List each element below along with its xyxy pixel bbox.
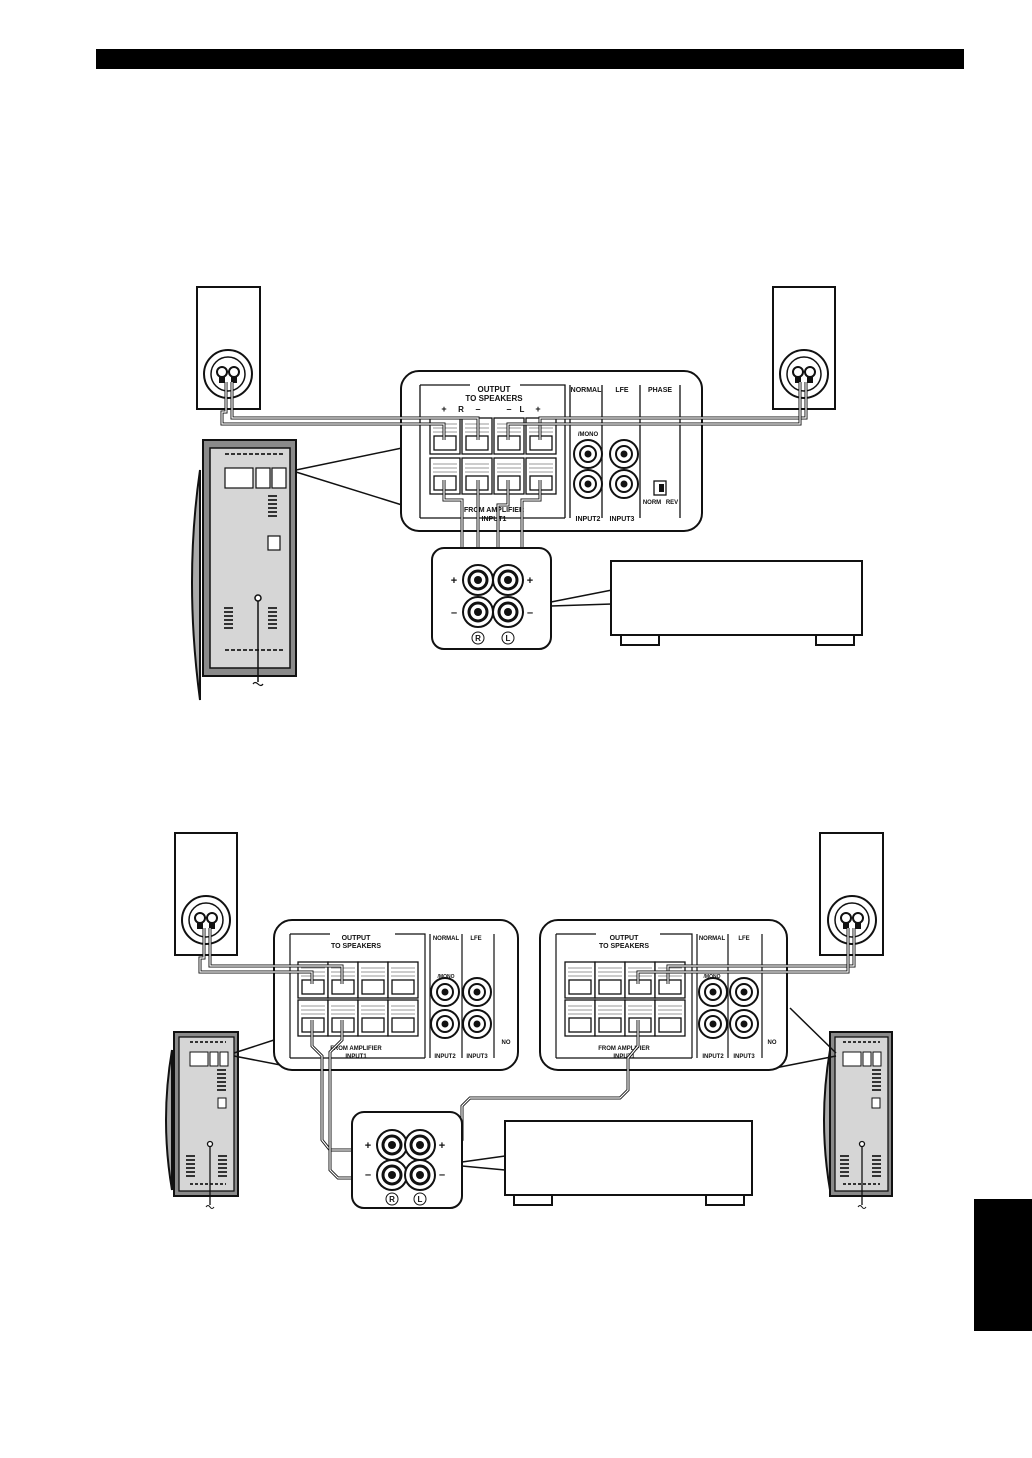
right-speaker: [819, 832, 884, 956]
subwoofer-terminal-panel: OUTPUT TO SPEAKERS + R – – L + NORMAL LF…: [400, 370, 703, 532]
mono-label: /MONO: [438, 974, 455, 980]
amp-plus-label: +: [527, 575, 533, 587]
right-subwoofer-unit: [823, 1031, 893, 1209]
no-label: NO: [768, 1040, 777, 1046]
to-speakers-label: TO SPEAKERS: [465, 394, 523, 403]
amp-l-label: L: [418, 1195, 423, 1204]
r-label: R: [458, 405, 464, 414]
amp-minus-label: –: [439, 1169, 445, 1181]
input3-label: INPUT3: [610, 516, 635, 523]
output-label: OUTPUT: [610, 935, 640, 942]
input2-label: INPUT2: [702, 1054, 724, 1060]
amp-plus-label: +: [439, 1140, 445, 1152]
plus-label: +: [535, 404, 540, 414]
amp-r-label: R: [475, 634, 481, 643]
rev-label: REV: [666, 500, 678, 506]
diagram-2: OUTPUT TO SPEAKERS NORMAL LFE /MONO NO F…: [165, 832, 893, 1209]
left-speaker: [174, 832, 238, 956]
input1-label: INPUT1: [613, 1054, 635, 1060]
normal-label: NORMAL: [433, 936, 460, 942]
amplifier-unit: [504, 1120, 753, 1206]
lfe-label: LFE: [615, 387, 629, 394]
from-amplifier-label: FROM AMPLIFIER: [598, 1046, 650, 1052]
plus-label: +: [441, 404, 446, 414]
right-speaker: [772, 286, 836, 410]
amp-minus-label: –: [451, 607, 457, 619]
amplifier-terminal-box: + + – – R L: [431, 547, 552, 650]
amp-plus-label: +: [365, 1140, 371, 1152]
subwoofer-unit: [191, 439, 297, 701]
lfe-label: LFE: [470, 936, 481, 942]
amp-plus-label: +: [451, 575, 457, 587]
phase-label: PHASE: [648, 387, 672, 394]
input2-label: INPUT2: [576, 516, 601, 523]
left-subwoofer-unit: [165, 1031, 239, 1209]
input3-label: INPUT3: [733, 1054, 755, 1060]
input2-label: INPUT2: [434, 1054, 456, 1060]
l-label: L: [520, 405, 525, 414]
to-speakers-label: TO SPEAKERS: [599, 943, 649, 950]
mono-label: /MONO: [704, 974, 721, 980]
to-speakers-label: TO SPEAKERS: [331, 943, 381, 950]
output-label: OUTPUT: [478, 385, 511, 394]
normal-label: NORMAL: [571, 387, 602, 394]
amplifier-unit: [610, 560, 863, 646]
norm-label: NORM: [643, 500, 661, 506]
input1-label: INPUT1: [345, 1054, 367, 1060]
amp-minus-label: –: [527, 607, 533, 619]
right-terminal-panel: OUTPUT TO SPEAKERS NORMAL LFE /MONO NO F…: [539, 919, 788, 1071]
header-bar: [96, 49, 964, 69]
left-terminal-panel: OUTPUT TO SPEAKERS NORMAL LFE /MONO NO F…: [273, 919, 519, 1071]
no-label: NO: [502, 1040, 511, 1046]
normal-label: NORMAL: [699, 936, 726, 942]
lfe-label: LFE: [738, 936, 749, 942]
amplifier-terminal-box: + + – – R L: [351, 1111, 463, 1209]
amp-l-label: L: [506, 634, 511, 643]
left-speaker: [196, 286, 261, 410]
minus-label: –: [506, 404, 511, 414]
from-amplifier-label: FROM AMPLIFIER: [330, 1046, 382, 1052]
mono-label: /MONO: [578, 432, 599, 438]
from-amplifier-label: FROM AMPLIFIER: [464, 507, 524, 514]
side-tab: [974, 1199, 1032, 1331]
diagram-1: OUTPUT TO SPEAKERS + R – – L + NORMAL LF…: [191, 286, 863, 701]
amp-minus-label: –: [365, 1169, 371, 1181]
amp-r-label: R: [389, 1195, 395, 1204]
output-label: OUTPUT: [342, 935, 372, 942]
input3-label: INPUT3: [466, 1054, 488, 1060]
minus-label: –: [475, 404, 480, 414]
input1-label: INPUT1: [482, 516, 507, 523]
